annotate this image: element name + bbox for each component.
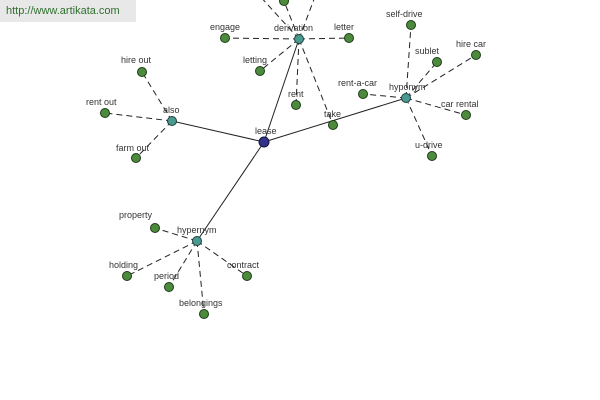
relation-node-hyponym[interactable] (401, 93, 411, 103)
word-label-letter[interactable]: letter (334, 22, 354, 32)
edge-hyponym-self-drive (405, 24, 412, 99)
edge-also-farm-out (135, 120, 173, 159)
word-node-farm-out[interactable] (131, 153, 141, 163)
site-url-banner[interactable]: http://www.artikata.com (0, 0, 136, 22)
word-node-sublet[interactable] (432, 57, 442, 67)
labels-layer: lease derivation also hyponym hypernym engage… (86, 9, 486, 308)
edge-lease-hypernym (196, 141, 265, 242)
edge-lease-derivation (263, 38, 300, 143)
word-label-belongings[interactable]: belongings (179, 298, 223, 308)
edges-layer (104, 0, 477, 315)
word-node-belongings[interactable] (199, 309, 209, 319)
word-label-property[interactable]: property (119, 210, 153, 220)
word-label-car-rental[interactable]: car rental (441, 99, 479, 109)
word-label-holding[interactable]: holding (109, 260, 138, 270)
word-node-u-drive[interactable] (427, 151, 437, 161)
word-label-self-drive[interactable]: self-drive (386, 9, 423, 19)
word-node-rent[interactable] (291, 100, 301, 110)
relation-node-hypernym[interactable] (192, 236, 202, 246)
relation-label-also[interactable]: also (163, 105, 180, 115)
edge-derivation-deriv-offscreen-1 (283, 0, 300, 40)
word-node-letter[interactable] (344, 33, 354, 43)
root-label-lease[interactable]: lease (255, 126, 277, 136)
word-node-car-rental[interactable] (461, 110, 471, 120)
edge-lease-also (171, 120, 265, 143)
edge-hyponym-hire-car (405, 54, 477, 99)
edge-hypernym-property (154, 227, 198, 242)
edge-derivation-rent (295, 38, 300, 106)
word-label-rent-out[interactable]: rent out (86, 97, 117, 107)
word-node-hire-car[interactable] (471, 50, 481, 60)
word-node-period[interactable] (164, 282, 174, 292)
word-label-contract[interactable]: contract (227, 260, 260, 270)
edge-also-rent-out (104, 112, 173, 122)
word-node-contract[interactable] (242, 271, 252, 281)
edge-hyponym-rent-a-car (362, 93, 407, 99)
word-label-rent[interactable]: rent (288, 89, 304, 99)
edge-derivation-letter (298, 37, 350, 40)
edge-hypernym-contract (196, 240, 248, 277)
edge-hypernym-period (168, 240, 198, 288)
relation-node-also[interactable] (167, 116, 177, 126)
word-label-u-drive[interactable]: u-drive (415, 140, 443, 150)
relation-label-hyponym[interactable]: hyponym (389, 82, 426, 92)
word-node-property[interactable] (150, 223, 160, 233)
word-node-take[interactable] (328, 120, 338, 130)
word-label-letting[interactable]: letting (243, 55, 267, 65)
word-node-holding[interactable] (122, 271, 132, 281)
word-label-take[interactable]: take (324, 109, 341, 119)
edge-hypernym-belongings (196, 240, 205, 315)
word-label-rent-a-car[interactable]: rent-a-car (338, 78, 377, 88)
word-label-engage[interactable]: engage (210, 22, 240, 32)
relation-label-hypernym[interactable]: hypernym (177, 225, 217, 235)
relation-node-derivation[interactable] (294, 34, 304, 44)
edge-hyponym-sublet (405, 61, 438, 99)
edge-hyponym-car-rental (405, 97, 467, 116)
root-node-lease[interactable] (258, 136, 270, 148)
word-node-hire-out[interactable] (137, 67, 147, 77)
edge-derivation-deriv-offscreen-3 (262, 0, 300, 40)
edge-derivation-engage (224, 37, 300, 40)
word-node-self-drive[interactable] (406, 20, 416, 30)
word-label-sublet[interactable]: sublet (415, 46, 440, 56)
word-label-hire-car[interactable]: hire car (456, 39, 486, 49)
word-node-rent-out[interactable] (100, 108, 110, 118)
edge-derivation-letting (259, 38, 300, 72)
edge-derivation-take (298, 38, 334, 126)
word-label-period[interactable]: period (154, 271, 179, 281)
nodes-layer (100, 0, 481, 319)
word-node-letting[interactable] (255, 66, 265, 76)
edge-hyponym-u-drive (405, 97, 433, 157)
edge-hypernym-holding (126, 240, 198, 277)
word-node-deriv-offscreen-1[interactable] (279, 0, 289, 6)
edge-derivation-deriv-offscreen-2 (298, 0, 315, 40)
word-node-engage[interactable] (220, 33, 230, 43)
edge-lease-hyponym (263, 97, 407, 143)
relation-label-derivation[interactable]: derivation (274, 23, 313, 33)
word-label-farm-out[interactable]: farm out (116, 143, 150, 153)
word-label-hire-out[interactable]: hire out (121, 55, 152, 65)
word-node-rent-a-car[interactable] (358, 89, 368, 99)
